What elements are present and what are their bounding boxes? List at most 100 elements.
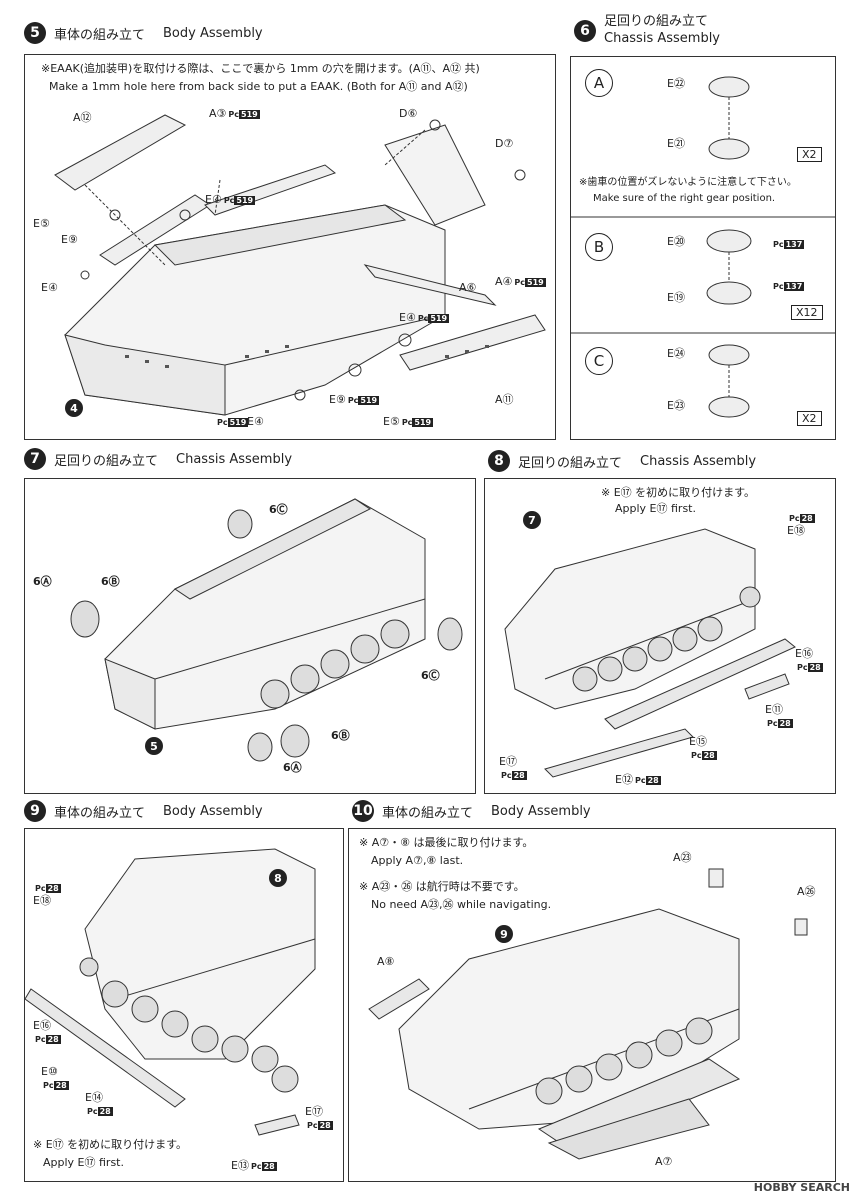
step-9-title-en: Body Assembly	[163, 803, 263, 819]
step-10-drawing	[368, 868, 808, 1160]
step-8-drawing	[504, 528, 796, 778]
label-e9-a: E⑨	[61, 233, 78, 246]
callout-6c-top: 6Ⓒ	[269, 503, 288, 516]
label-e22: E㉒	[667, 77, 685, 90]
label-e4-d: E④	[247, 415, 264, 428]
step-5-title-jp: 車体の組み立て	[54, 27, 146, 43]
step-10-title-jp: 車体の組み立て	[382, 805, 474, 821]
label-e23: E㉓	[667, 399, 685, 412]
step-9-number: 9	[24, 800, 46, 822]
step-6-title-en: Chassis Assembly	[604, 30, 721, 46]
step-8-note-en: Apply E⑰ first.	[615, 502, 696, 515]
ref-step-7: 7	[523, 511, 541, 529]
step-7-panel: 6Ⓐ 6Ⓑ 6Ⓒ 6Ⓒ 6Ⓑ 6Ⓐ 5	[24, 478, 476, 794]
ref-step-4: 4	[65, 399, 83, 417]
sub-b-letter: B	[585, 233, 613, 261]
step-10-note2-jp: ※ A㉓・㉖ は航行時は不要です。	[359, 880, 525, 893]
ref-step-8: 8	[269, 869, 287, 887]
label-d6: D⑥	[399, 107, 418, 120]
qty-a: X2	[797, 147, 822, 162]
step-7-title-jp: 足回りの組み立て	[54, 453, 159, 469]
step-7-title-en: Chassis Assembly	[176, 451, 293, 467]
step-8-number: 8	[488, 450, 510, 472]
step-8-title-en: Chassis Assembly	[640, 453, 757, 469]
step-8-note-jp: ※ E⑰ を初めに取り付けます。	[601, 486, 756, 499]
step-5-note-en: Make a 1mm hole here from back side to p…	[49, 80, 468, 93]
step-10-title-en: Body Assembly	[491, 803, 591, 819]
step-9-note-en: Apply E⑰ first.	[43, 1156, 124, 1169]
step-5-title-en: Body Assembly	[163, 25, 263, 41]
step-10-number: 10	[352, 800, 374, 822]
qty-b: X12	[791, 305, 823, 320]
step-10-panel: ※ A⑦・⑧ は最後に取り付けます。 Apply A⑦,⑧ last. ※ A㉓…	[348, 828, 836, 1182]
label-d7: D⑦	[495, 137, 514, 150]
sub-c-letter: C	[585, 347, 613, 375]
qty-c: X2	[797, 411, 822, 426]
callout-6a-left: 6Ⓐ	[33, 575, 52, 588]
step-8-header: 8 足回りの組み立て Chassis Assembly	[488, 450, 756, 472]
label-e4-a: E④	[41, 281, 58, 294]
step-10-note1-jp: ※ A⑦・⑧ は最後に取り付けます。	[359, 836, 534, 849]
label-e5-a: E⑤	[33, 217, 50, 230]
label-e20: E⑳	[667, 235, 685, 248]
sub-a-letter: A	[585, 69, 613, 97]
label-a11: A⑪	[495, 393, 514, 406]
step-5-note-jp: ※EAAK(追加装甲)を取付ける際は、ここで裏から 1mm の穴を開けます。(A…	[41, 62, 480, 75]
step-9-drawing	[25, 848, 316, 1136]
step-6-panel: A E㉒ E㉑ X2 ※歯車の位置がズレないように注意して下さい。 Make s…	[570, 56, 836, 440]
label-a7: A⑦	[655, 1155, 673, 1168]
label-a6: A⑥	[459, 281, 477, 294]
label-e24: E㉔	[667, 347, 685, 360]
step-10-header: 10 車体の組み立て Body Assembly	[352, 800, 591, 822]
callout-6b-bottom: 6Ⓑ	[331, 729, 350, 742]
label-a8: A⑧	[377, 955, 395, 968]
ref-step-9: 9	[495, 925, 513, 943]
step-7-header: 7 足回りの組み立て Chassis Assembly	[24, 448, 292, 470]
step-5-number: 5	[24, 22, 46, 44]
label-a26: A㉖	[797, 885, 816, 898]
callout-6b-left: 6Ⓑ	[101, 575, 120, 588]
step-10-note1-en: Apply A⑦,⑧ last.	[371, 854, 464, 867]
step-9-header: 9 車体の組み立て Body Assembly	[24, 800, 263, 822]
step-9-note-jp: ※ E⑰ を初めに取り付けます。	[33, 1138, 188, 1151]
sub-a-note-jp: ※歯車の位置がズレないように注意して下さい。	[579, 177, 797, 188]
callout-6c-right: 6Ⓒ	[421, 669, 440, 682]
watermark-logo: HOBBY SEARCH	[753, 1181, 850, 1194]
step-6-drawing	[571, 76, 835, 418]
sub-a-note-en: Make sure of the right gear position.	[593, 193, 776, 204]
step-6-number: 6	[574, 19, 596, 42]
step-5-header: 5 車体の組み立て Body Assembly	[24, 22, 263, 44]
step-8-title-jp: 足回りの組み立て	[518, 455, 623, 471]
step-7-drawing	[70, 498, 463, 762]
step-5-panel: ※EAAK(追加装甲)を取付ける際は、ここで裏から 1mm の穴を開けます。(A…	[24, 54, 556, 440]
step-6-header: 6 足回りの組み立て Chassis Assembly	[574, 14, 720, 48]
step-6-title-jp: 足回りの組み立て	[604, 14, 709, 29]
label-e21: E㉑	[667, 137, 685, 150]
step-9-title-jp: 車体の組み立て	[54, 805, 146, 821]
label-e19: E⑲	[667, 291, 685, 304]
label-a23: A㉓	[673, 851, 692, 864]
ref-step-5: 5	[145, 737, 163, 755]
step-10-note2-en: No need A㉓,㉖ while navigating.	[371, 898, 552, 911]
step-7-number: 7	[24, 448, 46, 470]
